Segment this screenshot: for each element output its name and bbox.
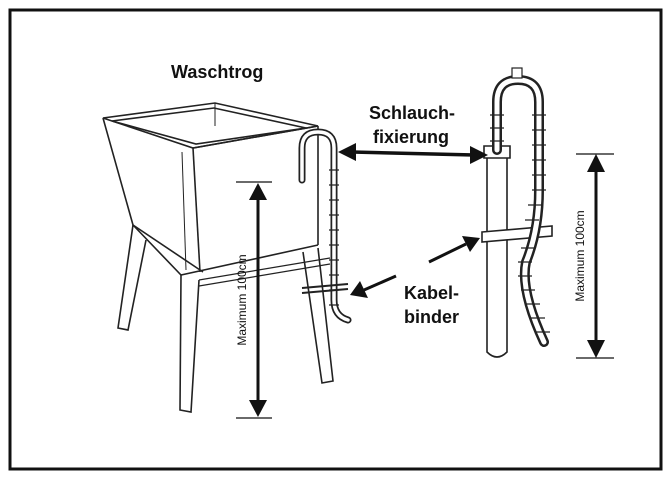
- left-height-dimension: [236, 181, 272, 419]
- washtub-hose: [298, 128, 352, 324]
- cable-tie-arrows: [350, 236, 480, 298]
- left-height-label: Maximum 100cm: [235, 254, 249, 345]
- washtub-illustration: [102, 102, 334, 413]
- cable-tie-label-line2: binder: [404, 307, 460, 327]
- right-height-label: Maximum 100cm: [573, 210, 587, 301]
- hose-holder-label-line2: fixierung: [373, 127, 450, 147]
- hose-holder-arrow: [338, 143, 488, 164]
- diagram-border: [8, 8, 663, 471]
- washtub-title: Waschtrog: [171, 62, 264, 82]
- cable-tie-label-line1: Kabel-: [404, 283, 460, 303]
- hose-holder-label-line1: Schlauch-: [369, 103, 456, 123]
- standpipe-hose: [490, 67, 550, 347]
- right-height-dimension: [576, 153, 614, 359]
